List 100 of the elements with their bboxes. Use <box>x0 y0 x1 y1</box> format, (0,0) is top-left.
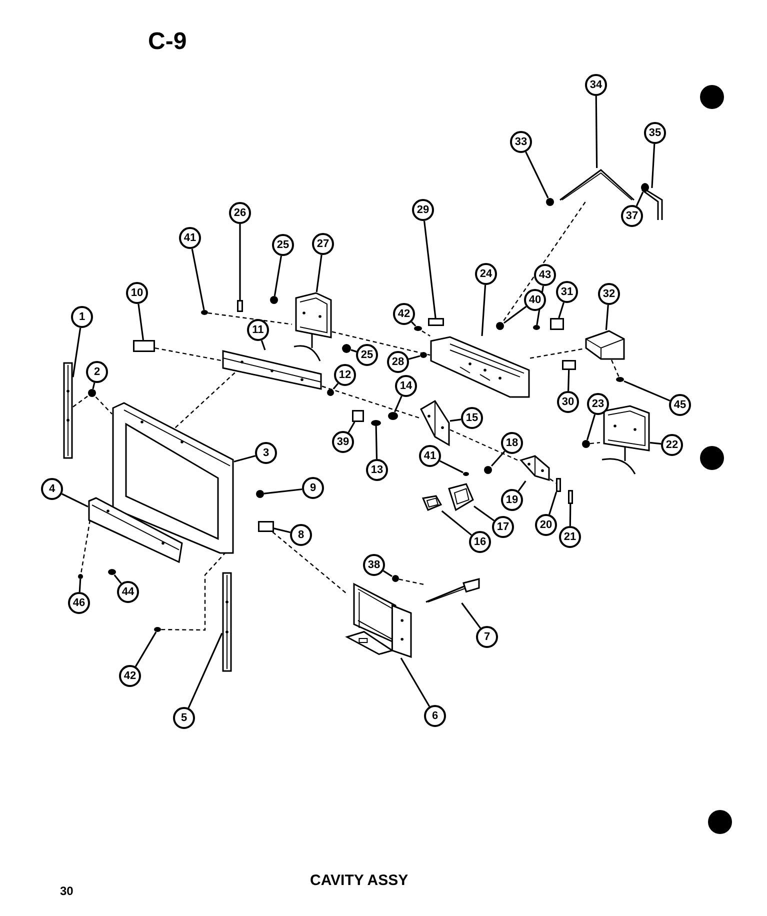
small-tray-drawing <box>448 483 474 511</box>
assembly-line <box>450 429 520 462</box>
screw-drawing <box>342 344 351 353</box>
leader-line <box>490 450 506 467</box>
callout-number: 11 <box>247 319 269 341</box>
leader-line <box>439 460 464 474</box>
assembly-line <box>161 551 227 631</box>
callout-number: 25 <box>356 344 378 366</box>
callout-number: 1 <box>71 306 93 328</box>
leader-line <box>568 370 570 392</box>
page-heading: C-9 <box>148 28 187 56</box>
leader-line <box>474 506 495 522</box>
leader-line <box>382 570 392 577</box>
callout-number: 3 <box>255 442 277 464</box>
screw-drawing <box>414 326 422 331</box>
assembly-line <box>272 532 346 594</box>
callout-number: 38 <box>363 554 385 576</box>
screw-drawing <box>270 296 278 304</box>
page-number: 30 <box>60 884 74 898</box>
assembly-line <box>502 202 586 322</box>
screw-drawing <box>154 627 161 632</box>
callout-number: 41 <box>179 227 201 249</box>
callout-number: 39 <box>332 431 354 453</box>
leader-line <box>188 632 223 708</box>
callout-number: 26 <box>229 202 251 224</box>
assembly-line <box>550 478 556 484</box>
leader-line <box>423 220 436 318</box>
screw-drawing <box>616 377 624 382</box>
leader-line <box>260 340 266 350</box>
callout-number: 34 <box>585 74 607 96</box>
leader-line <box>78 578 82 592</box>
callout-number: 29 <box>412 199 434 221</box>
callout-number: 24 <box>475 263 497 285</box>
screw-drawing <box>392 575 399 582</box>
callout-number: 21 <box>559 526 581 548</box>
screw-drawing <box>88 389 96 397</box>
small-part-drawing <box>428 318 444 326</box>
callout-number: 37 <box>621 205 643 227</box>
leader-line <box>274 256 282 296</box>
hinged-plate-drawing <box>292 292 332 362</box>
leader-line <box>134 632 157 667</box>
leader-line <box>624 380 670 402</box>
screw-drawing <box>484 466 492 474</box>
callout-number: 22 <box>661 434 683 456</box>
leader-line <box>114 574 122 584</box>
callout-number: 10 <box>126 282 148 304</box>
leader-line <box>504 306 527 324</box>
leader-line <box>375 426 378 460</box>
screw-drawing <box>388 412 398 420</box>
callout-number: 43 <box>534 264 556 286</box>
callout-number: 25 <box>272 234 294 256</box>
screw-drawing <box>463 472 469 476</box>
bent-bar-drawing <box>640 188 662 222</box>
small-part-drawing <box>258 521 274 532</box>
bent-rod-drawing <box>558 168 636 202</box>
leader-line <box>650 442 662 445</box>
callout-number: 23 <box>587 393 609 415</box>
screw-drawing <box>496 322 504 330</box>
assembly-line <box>154 347 222 362</box>
screw-drawing <box>108 569 116 575</box>
assembly-line <box>610 360 620 378</box>
leader-line <box>394 396 402 412</box>
callout-number: 42 <box>393 303 415 325</box>
leader-line <box>450 418 462 422</box>
screw-drawing <box>256 490 264 498</box>
small-tray-drawing <box>422 495 442 511</box>
assembly-line <box>72 395 88 408</box>
callout-number: 15 <box>461 407 483 429</box>
small-part-drawing <box>237 300 243 312</box>
screw-drawing <box>201 310 208 315</box>
screw-drawing <box>371 420 381 426</box>
callout-number: 20 <box>535 514 557 536</box>
callout-number: 45 <box>669 394 691 416</box>
box-part-drawing <box>585 330 625 360</box>
bracket-drawing <box>520 455 550 481</box>
leader-line <box>239 224 241 300</box>
mounting-bracket-drawing <box>346 583 412 658</box>
leader-line <box>569 504 572 526</box>
leader-line <box>316 254 322 292</box>
small-part-drawing <box>352 410 364 422</box>
screw-drawing <box>420 352 427 358</box>
callout-number: 2 <box>86 361 108 383</box>
callout-number: 33 <box>510 131 532 153</box>
callout-number: 30 <box>557 391 579 413</box>
caption: CAVITY ASSY <box>310 872 408 889</box>
leader-line <box>586 414 596 440</box>
callout-number: 5 <box>173 707 195 729</box>
leader-line <box>525 152 549 198</box>
leader-line <box>92 382 96 390</box>
leader-line <box>332 382 339 390</box>
leader-line <box>518 480 526 492</box>
leader-line <box>595 96 598 168</box>
leader-line <box>461 602 482 629</box>
assembly-line <box>422 330 430 337</box>
callout-number: 46 <box>68 592 90 614</box>
callout-number: 27 <box>312 233 334 255</box>
strip-drawing <box>222 572 232 672</box>
callout-number: 31 <box>556 281 578 303</box>
leader-line <box>481 284 486 336</box>
small-part-drawing <box>568 490 573 504</box>
